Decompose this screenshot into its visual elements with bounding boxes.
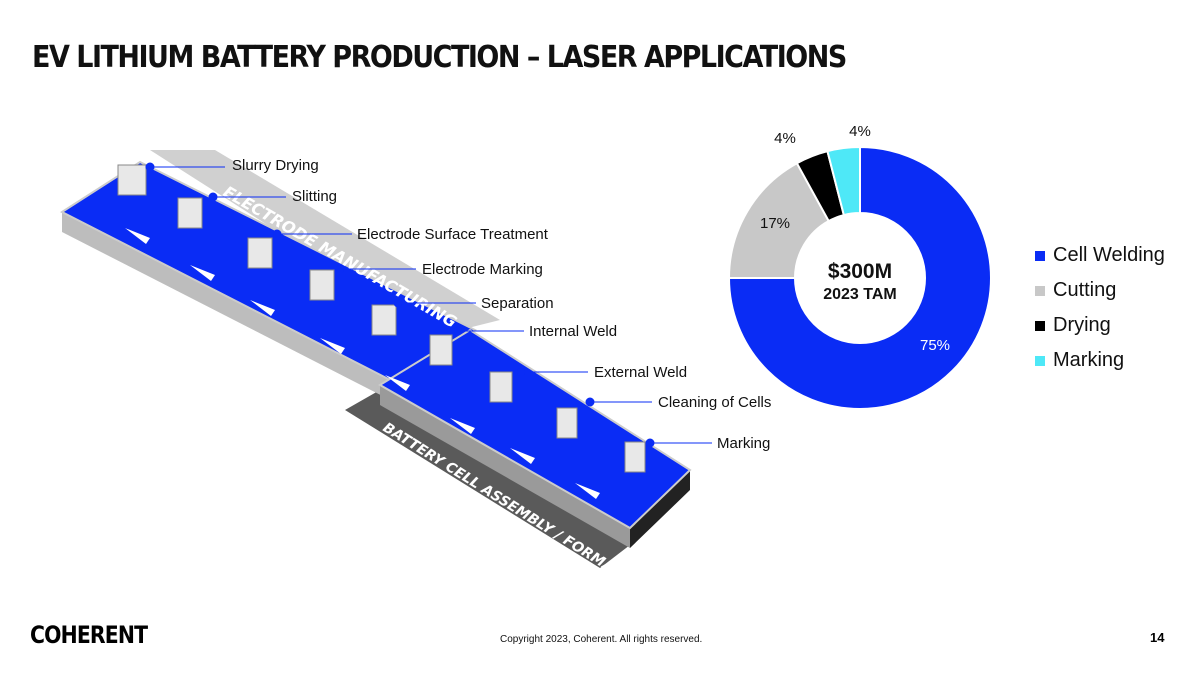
upper-conveyor-side xyxy=(62,212,400,405)
slide-title: EV LITHIUM BATTERY PRODUCTION – LASER AP… xyxy=(32,40,847,75)
step-label: External Weld xyxy=(594,364,688,381)
data-label: 4% xyxy=(774,130,796,147)
step-label: Cleaning of Cells xyxy=(658,394,772,411)
lower-conveyor-side xyxy=(380,385,630,548)
step-label: Slurry Drying xyxy=(232,157,319,174)
legend-label: Cell Welding xyxy=(1053,244,1165,266)
legend-label: Marking xyxy=(1053,349,1125,371)
step-label: Separation xyxy=(481,295,554,312)
legend-item: Cell Welding xyxy=(1035,238,1165,273)
legend-swatch xyxy=(1035,285,1045,296)
lower-conveyor-front xyxy=(630,470,690,548)
donut-chart xyxy=(727,145,992,410)
step-label: Slitting xyxy=(292,188,338,205)
step-label: Electrode Marking xyxy=(422,261,543,278)
callout-lines xyxy=(145,162,712,448)
page-number: 14 xyxy=(1150,630,1165,645)
donut-slice-cell-welding xyxy=(727,145,992,410)
legend-swatch xyxy=(1035,250,1045,261)
legend-item: Cutting xyxy=(1035,273,1165,308)
step-label: Electrode Surface Treatment xyxy=(357,226,548,243)
step-label: Marking xyxy=(717,435,771,452)
donut-center: $300M 2023 TAM xyxy=(800,260,920,304)
donut-slice-marking xyxy=(826,145,861,217)
legend-item: Drying xyxy=(1035,308,1165,343)
machines xyxy=(117,164,646,473)
center-value: $300M xyxy=(827,260,893,283)
legend-item: Marking xyxy=(1035,343,1165,378)
chart-legend: Cell Welding Cutting Drying Marking xyxy=(1035,238,1165,378)
assembly-band xyxy=(345,390,630,568)
step-label: Internal Weld xyxy=(529,323,618,340)
center-label: 2023 TAM xyxy=(823,286,897,303)
data-label: 17% xyxy=(760,215,790,232)
copyright: Copyright 2023, Coherent. All rights res… xyxy=(500,634,703,645)
legend-label: Cutting xyxy=(1053,279,1117,301)
coherent-logo: COHERENT xyxy=(30,621,148,649)
data-label: 4% xyxy=(849,123,871,140)
legend-label: Drying xyxy=(1053,314,1111,336)
legend-swatch xyxy=(1035,320,1045,331)
manufacturing-band xyxy=(150,150,500,335)
data-label: 75% xyxy=(920,337,950,354)
legend-swatch xyxy=(1035,355,1045,366)
process-arrows xyxy=(125,228,600,499)
